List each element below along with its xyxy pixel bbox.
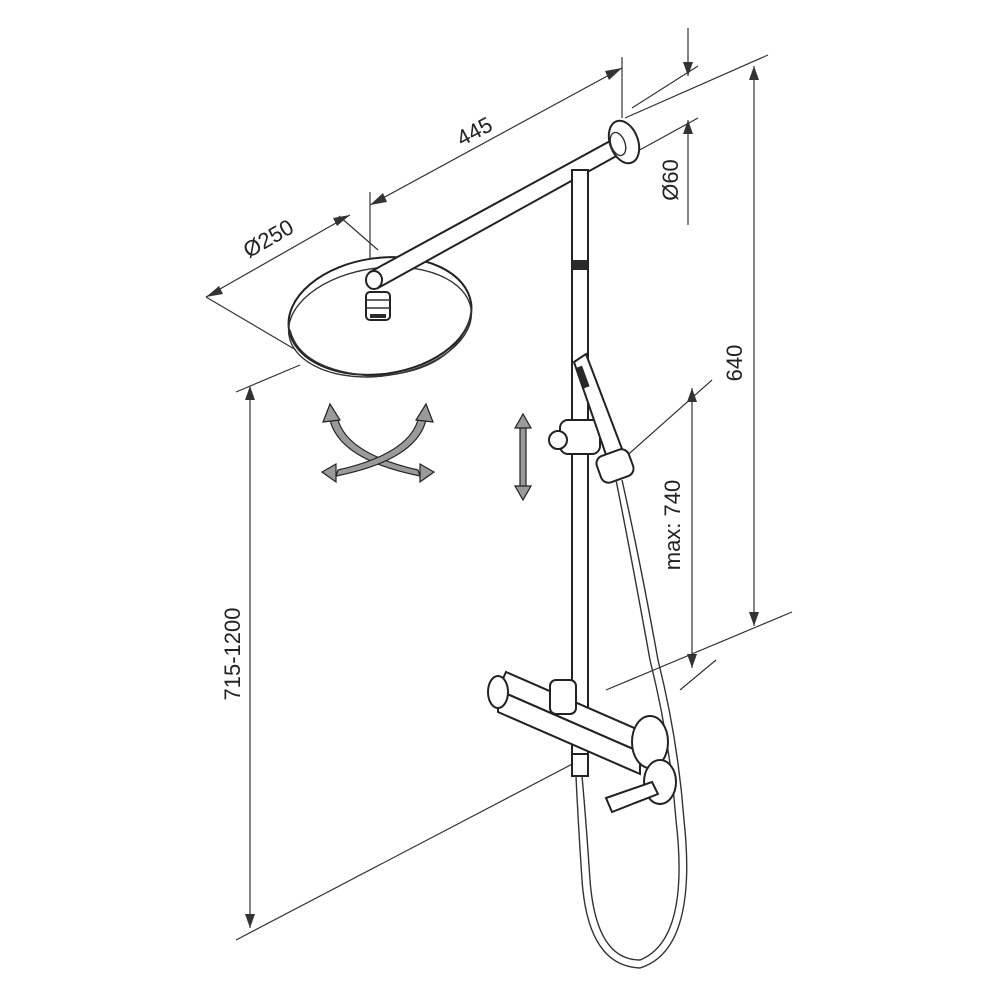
thermostatic-mixer [487, 670, 677, 814]
rain-shower-head [287, 256, 473, 378]
dimension-mount-height: 715-1200 [220, 364, 581, 941]
slider-and-handshower [548, 352, 635, 484]
dim-740-label: max: 740 [660, 480, 685, 571]
dimension-handshower-height: max: 740 [621, 379, 717, 691]
riser-rail [571, 169, 589, 777]
wall-flange [607, 119, 641, 165]
dim-640-label: 640 [722, 345, 747, 382]
height-adjust-arrow-icon [513, 412, 533, 502]
dim-445-label: 445 [452, 112, 496, 151]
dimension-flange-diameter: Ø60 [631, 28, 699, 225]
dimension-rail-height: 640 [605, 54, 793, 691]
rotate-arrows-icon [320, 402, 436, 484]
dim-60-label: Ø60 [658, 159, 683, 201]
shower-hose [575, 479, 688, 969]
dim-250-label: Ø250 [239, 214, 298, 263]
dim-715-1200-label: 715-1200 [220, 608, 245, 701]
